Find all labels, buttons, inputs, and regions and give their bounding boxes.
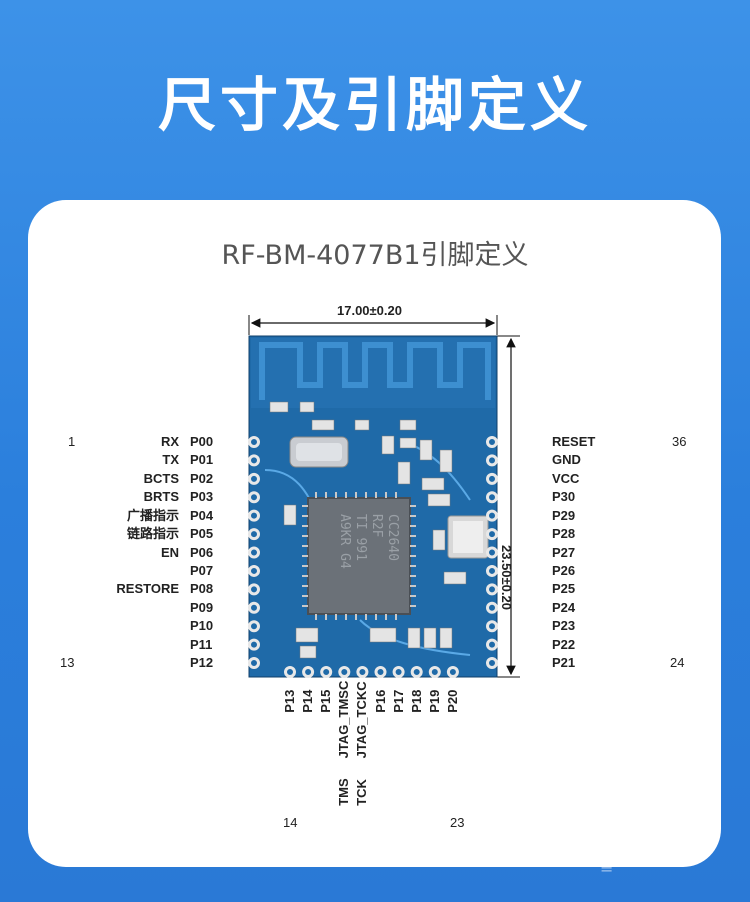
left-pin-name: P10 [190, 618, 214, 634]
left-first-index: 1 [68, 434, 76, 449]
bottom-pin-function: TCK [354, 779, 370, 806]
left-pin-name: P12 [190, 655, 214, 671]
dimension-width-label: 17.00±0.20 [337, 303, 402, 318]
right-pin-name: P30 [552, 489, 576, 505]
left-pin-function: EN [160, 544, 179, 560]
right-pin-name: VCC [552, 470, 580, 486]
bottom-pin-name: P13 [282, 689, 297, 713]
left-pin-function: TX [162, 452, 179, 468]
right-pin-name: GND [552, 452, 581, 468]
left-pin-name: P05 [190, 526, 214, 542]
bottom-pin-name: JTAG_TMSC [336, 680, 352, 759]
bottom-pin-name: P18 [408, 689, 424, 713]
right-pin-name: P26 [552, 562, 576, 578]
left-pin-function: BRTS [143, 489, 179, 505]
right-pin-name: P24 [552, 599, 576, 615]
left-pin-name: P01 [190, 452, 214, 468]
left-pin-name: P04 [190, 507, 214, 523]
left-pin-name: P02 [190, 470, 214, 486]
bottom-pin-function: TMS [336, 778, 352, 806]
right-pin-name: P22 [552, 636, 576, 652]
page-title: 尺寸及引脚定义 [157, 71, 592, 139]
left-pin-function: RESTORE [116, 581, 179, 597]
right-pin-name: P21 [552, 655, 576, 671]
bottom-pin-name: P19 [426, 689, 442, 713]
left-pin-function: BCTS [143, 470, 179, 486]
bottom-pin-name: JTAG_TCKC [354, 681, 370, 759]
right-pin-name: P29 [552, 507, 576, 523]
bottom-pin-name: P17 [390, 689, 406, 713]
left-pin-name: P09 [190, 599, 214, 615]
right-last-index: 24 [670, 655, 685, 670]
right-pin-name: RESET [552, 434, 596, 449]
left-pin-function: 链路指示 [126, 526, 179, 542]
bottom-pin-name: P20 [444, 689, 460, 713]
left-pin-name: P00 [190, 434, 214, 449]
left-pin-name: P08 [190, 581, 214, 597]
right-first-index: 36 [672, 434, 687, 449]
left-pin-name: P07 [190, 562, 214, 578]
right-pin-name: P23 [552, 618, 576, 634]
left-pin-name: P03 [190, 489, 214, 505]
right-pin-name: P28 [552, 526, 576, 542]
left-pin-name: P11 [190, 636, 213, 652]
bottom-first-index: 14 [283, 815, 298, 830]
left-pin-name: P06 [190, 544, 214, 560]
bottom-last-index: 23 [450, 815, 465, 830]
watermark: ≡ [600, 858, 614, 877]
bottom-pin-name: P14 [300, 689, 316, 713]
bottom-pin-name: P16 [372, 689, 388, 713]
diagram-subtitle: RF-BM-4077B1引脚定义 [221, 240, 529, 271]
right-pin-name: P27 [552, 544, 576, 560]
left-pin-function: RX [160, 434, 179, 449]
left-pin-function: 广播指示 [126, 507, 179, 523]
dimension-height-label: 23.50±0.20 [499, 545, 514, 610]
right-pin-name: P25 [552, 581, 576, 597]
bottom-pin-name: P15 [318, 689, 334, 713]
left-last-index: 13 [60, 655, 75, 670]
